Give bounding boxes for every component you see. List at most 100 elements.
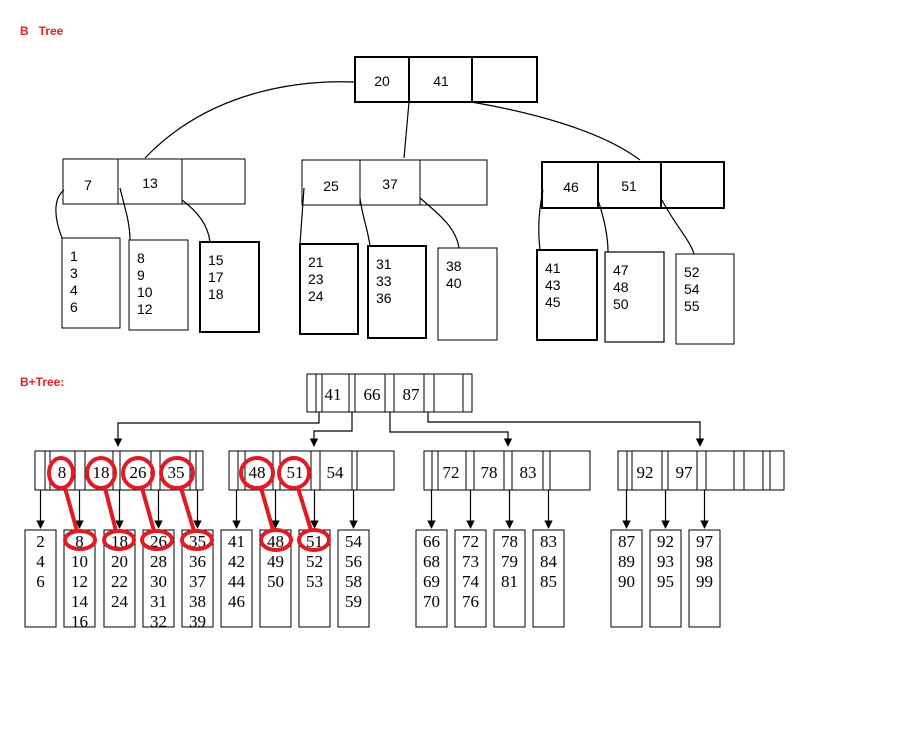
btree-leaf-key: 18 — [208, 286, 224, 302]
bplus-leaf-key: 37 — [189, 572, 207, 591]
highlight-ring — [85, 456, 117, 490]
highlight-link — [103, 487, 118, 532]
bplus-leaf-key: 28 — [150, 552, 167, 571]
btree-leaf-key: 41 — [545, 260, 561, 276]
btree-leaf-key: 55 — [684, 298, 700, 314]
bplus-leaf-key: 78 — [501, 532, 518, 551]
btree-root-node: 20 41 — [354, 56, 538, 103]
btree: 20 41 7 13 25 37 46 51 — [55, 56, 735, 345]
bplus-leaf-key: 26 — [150, 532, 167, 551]
bplus-internal-key: 83 — [520, 463, 537, 482]
bplus-root-node: 41 66 87 — [306, 373, 473, 413]
bplus-internal-key: 54 — [327, 463, 345, 482]
bplus-leaf-key: 89 — [618, 552, 635, 571]
highlight-ring — [239, 456, 275, 490]
btree-leaf-key: 12 — [137, 301, 153, 317]
btree-internal-key: 25 — [323, 178, 339, 194]
btree-leaf-key: 36 — [376, 290, 392, 306]
bplus-leaf-key: 8 — [75, 532, 84, 551]
highlight-ring — [277, 456, 311, 490]
bplus-leaf-key: 53 — [306, 572, 323, 591]
btree-title: B Tree — [20, 24, 64, 38]
btree-leaf-key: 40 — [446, 275, 462, 291]
btree-leaf-key: 45 — [545, 294, 561, 310]
bplus-leaf-key: 39 — [189, 612, 206, 631]
bplus-leaf-key: 48 — [267, 532, 284, 551]
bplus-leaf-pointers — [36, 490, 709, 529]
bplus-leaf-key: 52 — [306, 552, 323, 571]
highlight-link — [63, 487, 79, 532]
bplus-leaf-key: 54 — [345, 532, 363, 551]
bplus-leaf-key: 10 — [71, 552, 88, 571]
bplus-leaf-key: 6 — [36, 572, 45, 591]
btree-internal-key: 7 — [84, 177, 92, 193]
bplus-leaf-key: 90 — [618, 572, 635, 591]
bplus-leaf-key: 44 — [228, 572, 246, 591]
bplus-leaf-key: 92 — [657, 532, 674, 551]
bplus-leaf-key: 2 — [36, 532, 45, 551]
btree-internal-key: 13 — [142, 175, 158, 191]
highlight-link — [296, 487, 313, 531]
highlight-ring — [102, 529, 136, 551]
btree-leaf-key: 15 — [208, 252, 224, 268]
bplus-leaf-key: 59 — [345, 592, 362, 611]
btree-root-key: 41 — [433, 73, 449, 89]
bplus-leaf-key: 95 — [657, 572, 674, 591]
btree-internal-node: 46 51 — [541, 161, 725, 209]
btree-leaf-key: 21 — [308, 254, 324, 270]
btree-leaf-key: 17 — [208, 269, 224, 285]
btree-leaf-key: 52 — [684, 264, 700, 280]
highlight-link — [179, 487, 196, 532]
bplus-internal-key: 92 — [637, 463, 654, 482]
highlight-ring — [297, 528, 331, 552]
bplus-internal-key: 8 — [58, 463, 67, 482]
btree-leaf-key: 48 — [613, 279, 629, 295]
btree-internal-node: 25 37 — [301, 159, 488, 206]
bplus-leaf-key: 49 — [267, 552, 284, 571]
bplus-leaf-key: 85 — [540, 572, 557, 591]
btree-leaf-key: 23 — [308, 271, 324, 287]
btree-leaf-key: 38 — [446, 258, 462, 274]
highlight-ring — [259, 528, 293, 552]
bplus-leaf-key: 98 — [696, 552, 713, 571]
btree-leaf-key: 6 — [70, 299, 78, 315]
bplus-leaf-node: 246 — [24, 529, 57, 628]
bplus-leaf-key: 31 — [150, 592, 167, 611]
bplus-leaf-key: 12 — [71, 572, 88, 591]
bplus-internal-key: 72 — [443, 463, 460, 482]
btree-leaf-key: 3 — [70, 265, 78, 281]
bplus-leaf-key: 36 — [189, 552, 206, 571]
highlight-ring — [140, 529, 174, 551]
bplus-leaf-key: 69 — [423, 572, 440, 591]
btree-leaf-key: 47 — [613, 262, 629, 278]
bplus-leaf-key: 84 — [540, 552, 558, 571]
btree-internal-node: 7 13 — [62, 158, 246, 205]
bplus-internal-key: 51 — [287, 463, 304, 482]
btree-internal-key: 46 — [563, 179, 579, 195]
btree-internal-key: 51 — [621, 178, 637, 194]
btree-leaf-key: 8 — [137, 250, 145, 266]
bplus-leaf-key: 79 — [501, 552, 518, 571]
bplus-root-key: 87 — [403, 385, 421, 404]
bplus-leaf-key: 41 — [228, 532, 245, 551]
bplus-internal-key: 48 — [249, 463, 266, 482]
bplus-tree-title: B+Tree: — [20, 375, 64, 389]
highlight-ring — [121, 456, 155, 490]
bplus-leaf-nodes: 2468101214161820222426283031323536373839… — [24, 529, 721, 631]
bplus-leaf-key: 83 — [540, 532, 557, 551]
bplus-leaf-key: 4 — [36, 552, 45, 571]
duplicate-key-annotations — [47, 456, 331, 552]
bplus-leaf-key: 97 — [696, 532, 714, 551]
btree-leaf-key: 9 — [137, 267, 145, 283]
